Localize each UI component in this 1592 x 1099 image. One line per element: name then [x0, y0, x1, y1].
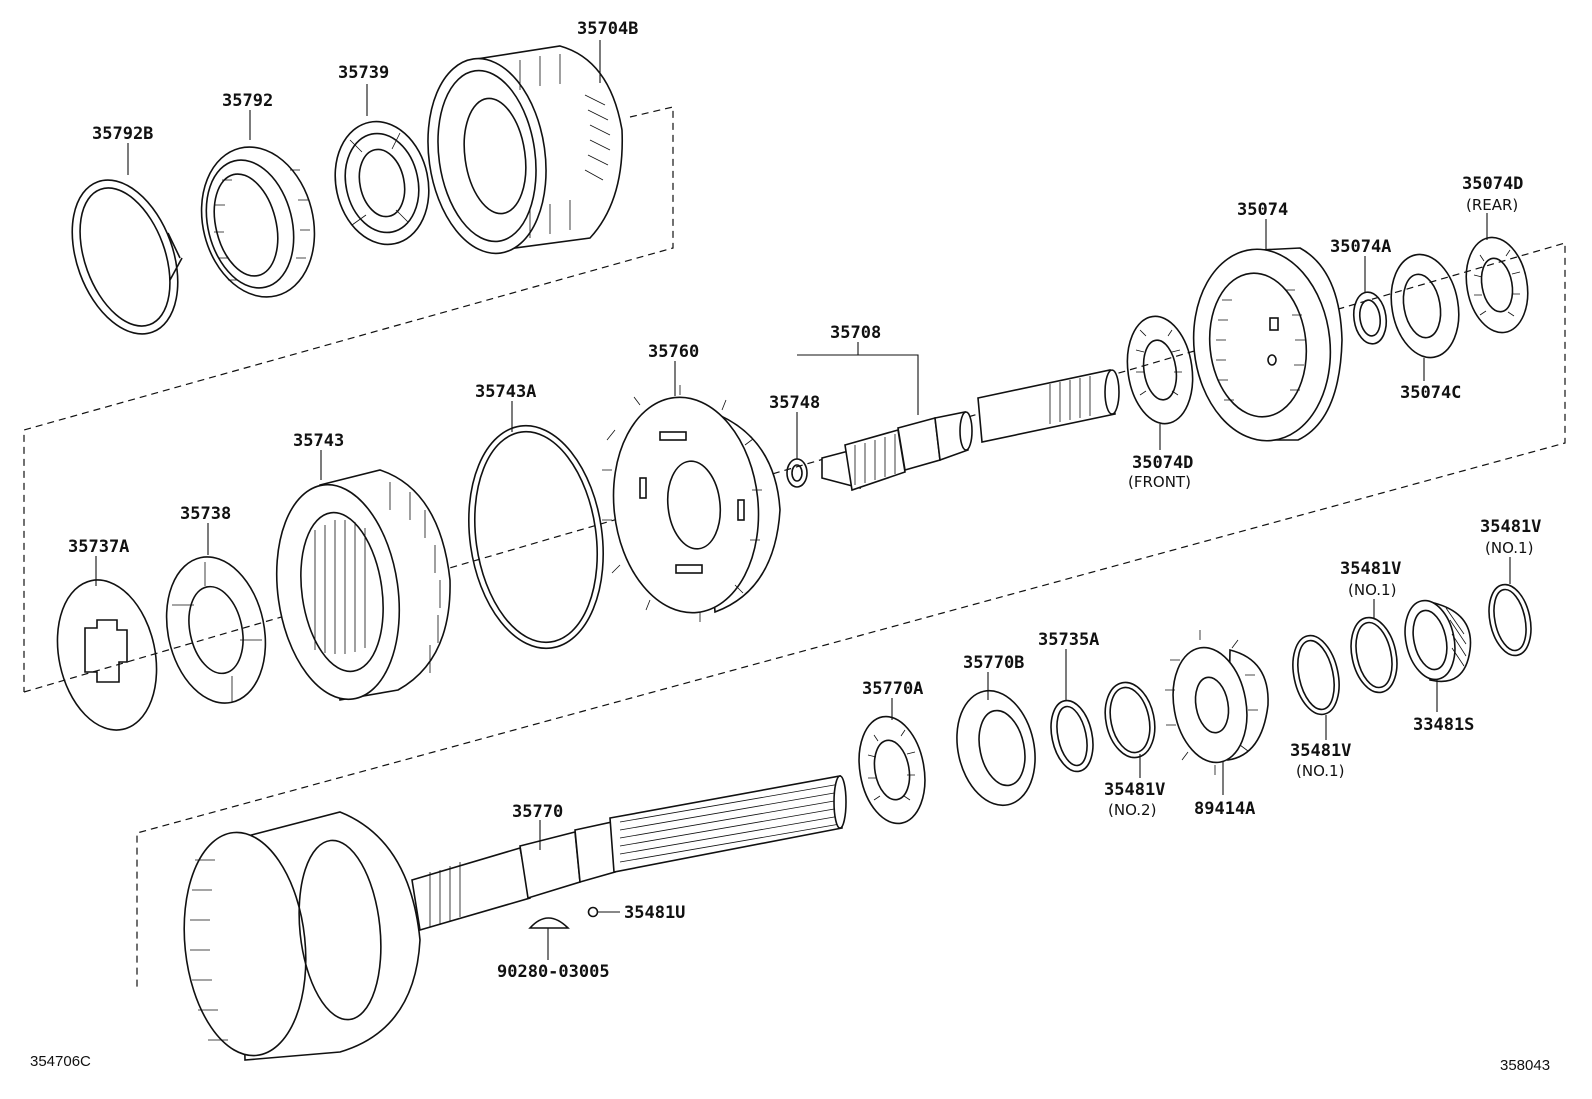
sun-gear-35760[interactable]	[602, 385, 781, 622]
one-way-clutch-35792[interactable]	[186, 135, 330, 309]
snap-ring-35481v-no1-c[interactable]	[1483, 581, 1537, 660]
label-35770b[interactable]: 35770B	[963, 653, 1024, 673]
label-35739[interactable]: 35739	[338, 63, 389, 83]
label-35074d-front[interactable]: 35074D	[1132, 453, 1193, 473]
thrust-bearing-35074d-front[interactable]	[1121, 312, 1199, 428]
snap-ring-35481v-no1-a[interactable]	[1286, 631, 1346, 718]
thrust-bearing-35770a[interactable]	[851, 711, 933, 828]
diagram-id-right: 358043	[1500, 1057, 1550, 1074]
label-35738[interactable]: 35738	[180, 504, 231, 524]
label-89414a[interactable]: 89414A	[1194, 799, 1255, 819]
shaft-35708[interactable]	[821, 411, 973, 492]
note-35481v-no1-right: (NO.1)	[1485, 539, 1533, 557]
label-35708[interactable]: 35708	[830, 323, 881, 343]
label-35481v-no2[interactable]: 35481V	[1104, 780, 1165, 800]
label-35743[interactable]: 35743	[293, 431, 344, 451]
clutch-drum-35743[interactable]	[264, 469, 451, 707]
note-35481v-no1-left: (NO.1)	[1296, 762, 1344, 780]
race-35738[interactable]	[154, 548, 279, 713]
thrust-washer-35737a[interactable]	[44, 571, 170, 740]
note-35074d-rear: (REAR)	[1466, 196, 1518, 214]
label-35074a[interactable]: 35074A	[1330, 237, 1391, 257]
label-35760[interactable]: 35760	[648, 342, 699, 362]
label-35770a[interactable]: 35770A	[862, 679, 923, 699]
snap-ring-35743a[interactable]	[455, 417, 617, 657]
shaft-continuation	[977, 369, 1120, 443]
label-35737a[interactable]: 35737A	[68, 537, 129, 557]
gear-33481s[interactable]	[1398, 596, 1472, 684]
note-35481v-no2: (NO.2)	[1108, 801, 1156, 819]
label-35481u[interactable]: 35481U	[624, 903, 685, 923]
note-35481v-no1-middle: (NO.1)	[1348, 581, 1396, 599]
snap-ring-35481v-no2[interactable]	[1099, 678, 1162, 762]
key-90280-03005[interactable]	[528, 917, 570, 929]
race-35739[interactable]	[324, 113, 440, 253]
sensor-rotor-89414a[interactable]	[1164, 630, 1269, 775]
group-boundary-top	[23, 106, 674, 692]
washer-35748[interactable]	[786, 458, 808, 488]
label-35743a[interactable]: 35743A	[475, 382, 536, 402]
label-35481v-no1-right[interactable]: 35481V	[1480, 517, 1541, 537]
label-90280-03005[interactable]: 90280-03005	[497, 962, 610, 982]
label-35770[interactable]: 35770	[512, 802, 563, 822]
label-35481v-no1-left[interactable]: 35481V	[1290, 741, 1351, 761]
snap-ring-35481v-no1-b[interactable]	[1345, 613, 1404, 696]
ball-35481u[interactable]	[587, 906, 599, 918]
label-35481v-no1-middle[interactable]: 35481V	[1340, 559, 1401, 579]
leader-lines	[95, 40, 1511, 960]
label-35748[interactable]: 35748	[769, 393, 820, 413]
race-35074c[interactable]	[1383, 249, 1466, 363]
clutch-hub-35704b[interactable]	[416, 45, 624, 261]
diagram-id-left: 354706C	[30, 1053, 91, 1070]
part-labels: 35704B 35739 35792 35792B 35074 35074D (…	[68, 19, 1541, 982]
ring-gear-35074[interactable]	[1184, 242, 1343, 447]
label-35792[interactable]: 35792	[222, 91, 273, 111]
snap-ring-35792b[interactable]	[53, 165, 198, 348]
label-33481s[interactable]: 33481S	[1413, 715, 1474, 735]
label-35792b[interactable]: 35792B	[92, 124, 153, 144]
output-shaft-35770[interactable]	[174, 775, 847, 1062]
race-35770b[interactable]	[947, 683, 1045, 812]
label-35074[interactable]: 35074	[1237, 200, 1288, 220]
bushing-35074a[interactable]	[1351, 290, 1390, 346]
label-35074d-rear[interactable]: 35074D	[1462, 174, 1523, 194]
note-35074d-front: (FRONT)	[1128, 473, 1191, 491]
bushing-35735a[interactable]	[1045, 697, 1099, 776]
thrust-bearing-35074d-rear[interactable]	[1459, 233, 1535, 338]
label-35074c[interactable]: 35074C	[1400, 383, 1461, 403]
label-35704b[interactable]: 35704B	[577, 19, 638, 39]
label-35735a[interactable]: 35735A	[1038, 630, 1099, 650]
